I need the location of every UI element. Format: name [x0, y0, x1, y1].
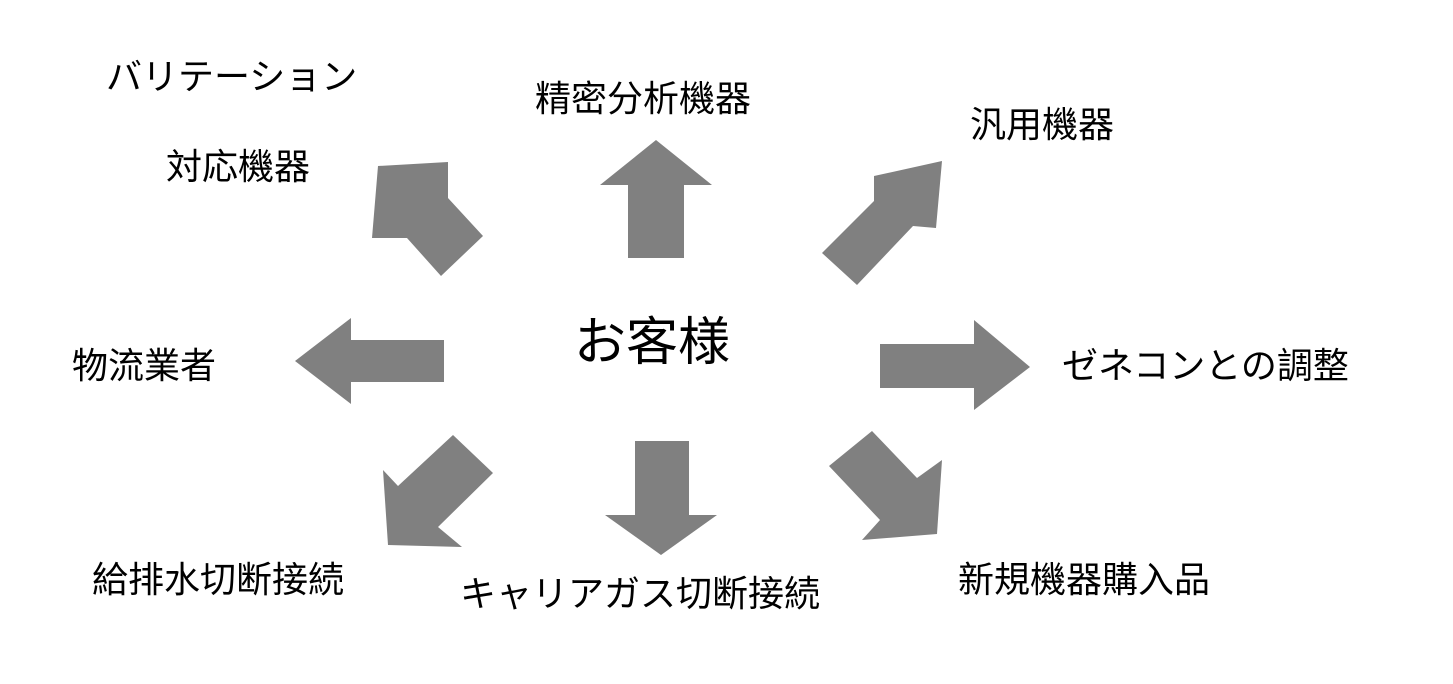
label-drain-supply: 給排水切断接続: [92, 560, 345, 601]
label-logistics: 物流業者: [72, 346, 217, 387]
arrow-up-left: [372, 162, 483, 276]
arrow-down: [605, 441, 717, 555]
arrow-down-left: [383, 435, 493, 547]
arrow-up: [600, 140, 712, 258]
arrow-up-right: [822, 161, 942, 285]
arrow-left: [295, 318, 444, 404]
label-variation-line2: 対応機器: [166, 147, 311, 188]
label-variation-line1: バリテーション: [106, 57, 358, 98]
arrow-right: [880, 320, 1030, 410]
label-carrier-gas: キャリアガス切断接続: [460, 574, 821, 615]
arrow-down-right: [829, 431, 942, 540]
center-label-customer: お客様: [574, 313, 731, 373]
label-precision-equipment: 精密分析機器: [535, 79, 752, 120]
label-new-equipment: 新規機器購入品: [958, 560, 1211, 601]
label-general-equipment: 汎用機器: [970, 105, 1115, 146]
label-general-contractor: ゼネコンとの調整: [1062, 346, 1349, 387]
